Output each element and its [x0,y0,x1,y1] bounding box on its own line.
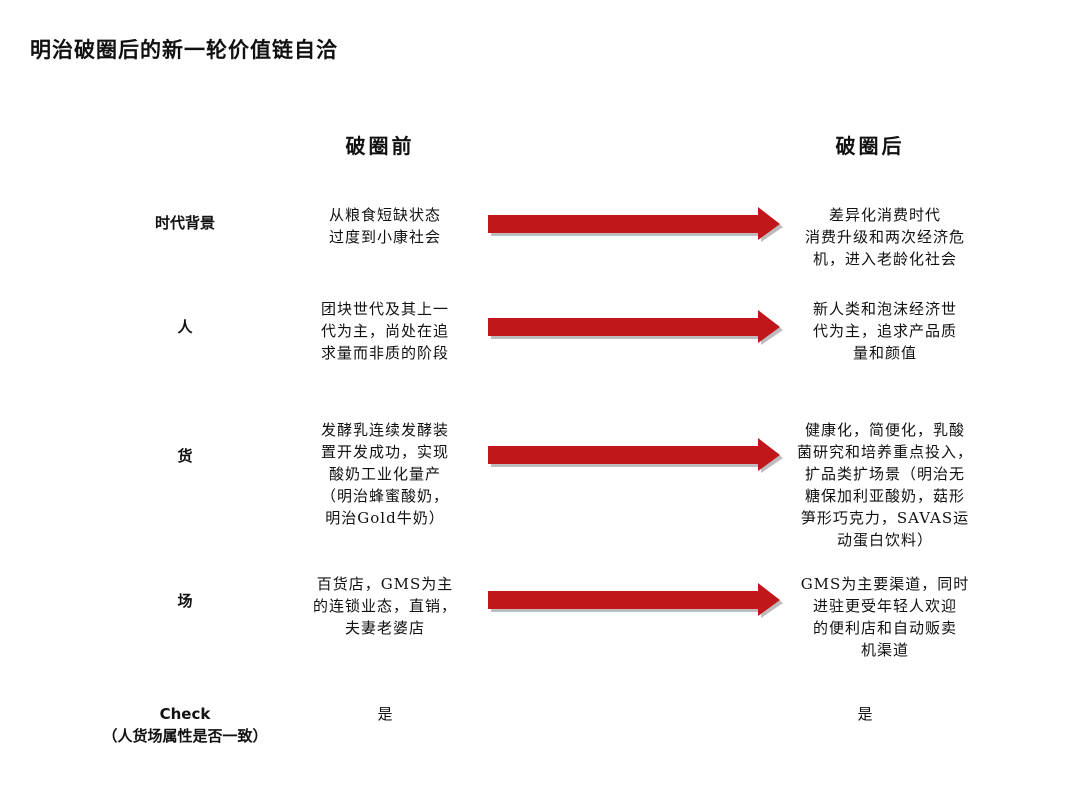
cell-era-before: 从粮食短缺状态过度到小康社会 [328,206,441,246]
arrow-era [488,207,784,243]
cell-people-after: 新人类和泡沫经济世代为主，追求产品质量和颜值 [812,300,957,362]
cell-people-before: 团块世代及其上一代为主，尚处在追求量而非质的阶段 [320,300,449,362]
check-label: Check [159,705,211,723]
arrow-goods [488,438,784,474]
cell-channel-after: GMS为主要渠道，同时进驻更受年轻人欢迎的便利店和自动贩卖机渠道 [800,575,970,659]
arrow-right-icon [488,583,783,618]
column-header-before: 破圈前 [345,134,415,158]
arrow-people [488,310,784,346]
arrow-right-icon [488,438,783,473]
row-label-channel: 场 [177,592,193,610]
arrow-right-icon [488,310,783,345]
arrow-right-icon [488,207,783,242]
column-header-after: 破圈后 [835,134,905,158]
row-label-era: 时代背景 [154,214,215,232]
cell-goods-before: 发酵乳连续发酵装置开发成功，实现酸奶工业化量产（明治蜂蜜酸奶，明治Gold牛奶） [320,421,449,527]
row-label-people: 人 [177,318,193,336]
page-title: 明治破圈后的新一轮价值链自洽 [30,37,338,62]
cell-era-after: 差异化消费时代消费升级和两次经济危机，进入老龄化社会 [804,206,965,268]
arrow-channel [488,583,784,619]
check-value-after: 是 [857,705,873,723]
row-label-check: Check （人货场属性是否一致） [95,703,275,747]
check-value-before: 是 [377,705,393,723]
row-label-goods: 货 [177,447,193,465]
check-sublabel: （人货场属性是否一致） [102,727,268,745]
cell-goods-after: 健康化，简便化，乳酸菌研究和培养重点投入，扩品类扩场景（明治无糖保加利亚酸奶，菇… [796,421,973,549]
cell-channel-before: 百货店，GMS为主的连锁业态，直销，夫妻老婆店 [312,575,457,637]
